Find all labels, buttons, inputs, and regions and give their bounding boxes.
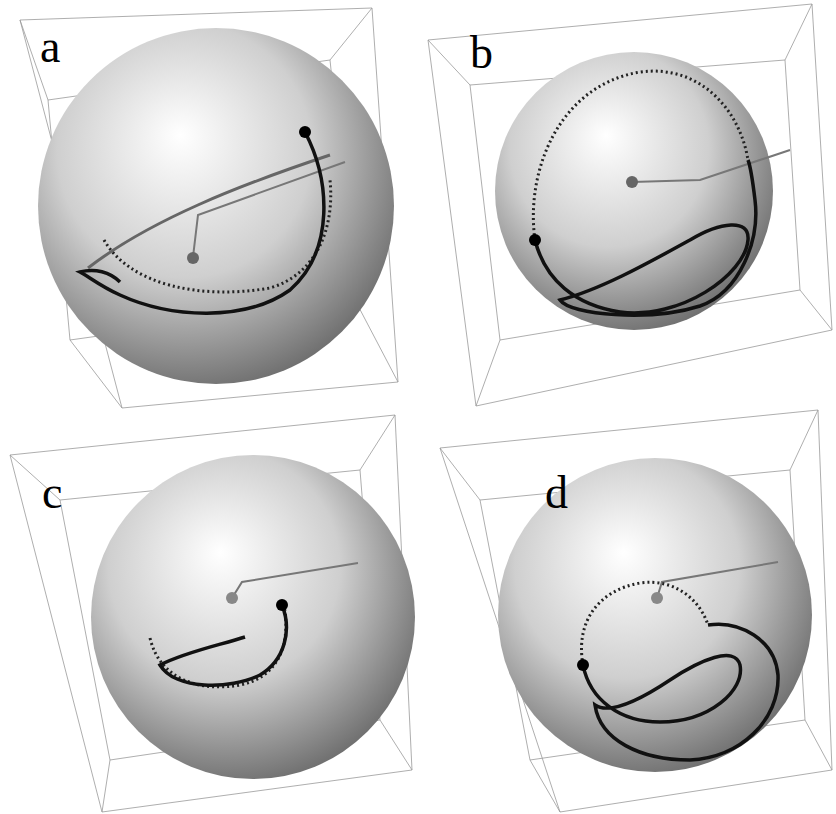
figure-stroke <box>360 415 395 470</box>
figure-stroke <box>380 720 412 770</box>
figure-stroke <box>428 4 832 406</box>
sphere <box>91 455 415 779</box>
sphere <box>498 458 812 772</box>
figure-stroke <box>800 290 832 330</box>
panel-label: a <box>40 24 60 70</box>
figure-stroke <box>440 410 832 812</box>
figure-stroke <box>790 410 818 470</box>
cube-wireframe <box>440 410 832 812</box>
panel-label: c <box>42 470 62 516</box>
dotted-trajectory <box>104 180 331 292</box>
axis-line <box>632 150 790 182</box>
center-dot <box>626 176 638 188</box>
figure-stroke <box>440 448 480 500</box>
figure-stroke <box>476 340 500 406</box>
axis-line <box>232 563 358 598</box>
figure-stroke <box>805 720 832 770</box>
start-dot <box>577 659 589 671</box>
axis-line <box>657 562 778 598</box>
dotted-trajectory <box>582 582 708 665</box>
trajectory <box>80 132 324 313</box>
start-dot <box>299 126 311 138</box>
sphere <box>38 28 394 384</box>
figure-stroke <box>102 760 110 812</box>
figure-stroke <box>785 4 812 60</box>
panel-label: d <box>545 470 568 516</box>
sphere <box>495 52 773 330</box>
center-dot <box>226 592 238 604</box>
panel-label: b <box>470 30 493 76</box>
panel-c <box>10 415 415 812</box>
figure-stroke <box>428 40 470 85</box>
projected-curve <box>88 155 330 268</box>
dotted-trajectory <box>533 71 748 240</box>
panel-a <box>20 8 398 408</box>
cube-wireframe <box>20 8 398 408</box>
trajectory <box>583 624 778 760</box>
start-dot <box>529 234 541 246</box>
figure-stroke <box>355 300 398 382</box>
figure-stroke <box>530 760 560 812</box>
figure-stroke <box>20 8 398 408</box>
center-dot <box>651 592 663 604</box>
cube-wireframe <box>428 4 832 406</box>
center-dot <box>187 252 199 264</box>
start-dot <box>276 599 288 611</box>
panel-d <box>440 410 832 812</box>
panel-b <box>428 4 832 406</box>
trajectory <box>535 160 756 315</box>
figure-stroke <box>330 8 372 60</box>
trajectory <box>160 605 286 685</box>
